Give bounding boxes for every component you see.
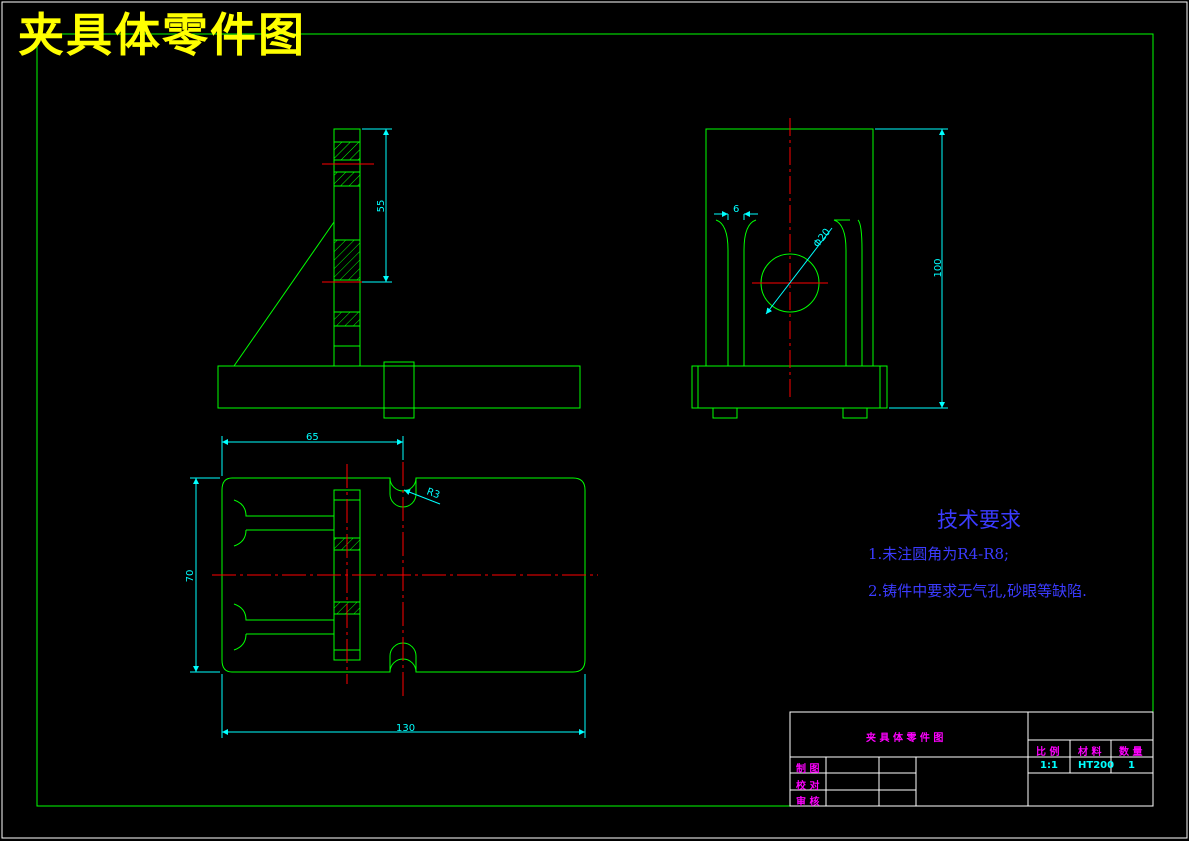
dim-100-label: 100 xyxy=(933,258,944,277)
dim-55 xyxy=(362,128,392,283)
tech-requirements-heading: 技术要求 xyxy=(937,508,1021,532)
title-block-checked: 校 对 xyxy=(796,781,820,792)
dim-130-label: 130 xyxy=(396,723,415,734)
title-block-qty: 1 xyxy=(1128,760,1135,771)
title-block-material: HT200 xyxy=(1078,760,1115,771)
title-block-name: 夹 具 体 零 件 图 xyxy=(866,733,944,744)
dim-70-label: 70 xyxy=(185,570,196,583)
title-block-approved: 审 核 xyxy=(796,797,820,808)
drawing-title: 夹具体零件图 xyxy=(18,8,306,62)
plan-view-centerlines xyxy=(212,462,598,700)
dim-55-label: 55 xyxy=(376,200,387,213)
title-block-scale-label: 比 例 xyxy=(1036,747,1060,758)
side-view xyxy=(217,128,581,419)
dim-6-label: 6 xyxy=(733,204,739,215)
front-view xyxy=(691,128,888,419)
plan-view-dims xyxy=(190,436,586,738)
title-block-qty-label: 数 量 xyxy=(1119,747,1143,758)
front-view-centerlines xyxy=(752,118,828,398)
dim-100 xyxy=(714,128,948,409)
title-block-drawn: 制 图 xyxy=(796,764,820,775)
title-block-scale: 1:1 xyxy=(1040,760,1058,771)
tech-requirement-item-2: 2.铸件中要求无气孔,砂眼等缺陷. xyxy=(868,582,1087,600)
dim-65-label: 65 xyxy=(306,432,319,443)
inner-frame xyxy=(36,33,1154,807)
dim-r3-label: R3 xyxy=(425,486,441,501)
title-block xyxy=(789,711,1154,807)
title-block-material-label: 材 料 xyxy=(1078,747,1102,758)
tech-requirement-item-1: 1.未注圆角为R4-R8; xyxy=(868,545,1010,563)
